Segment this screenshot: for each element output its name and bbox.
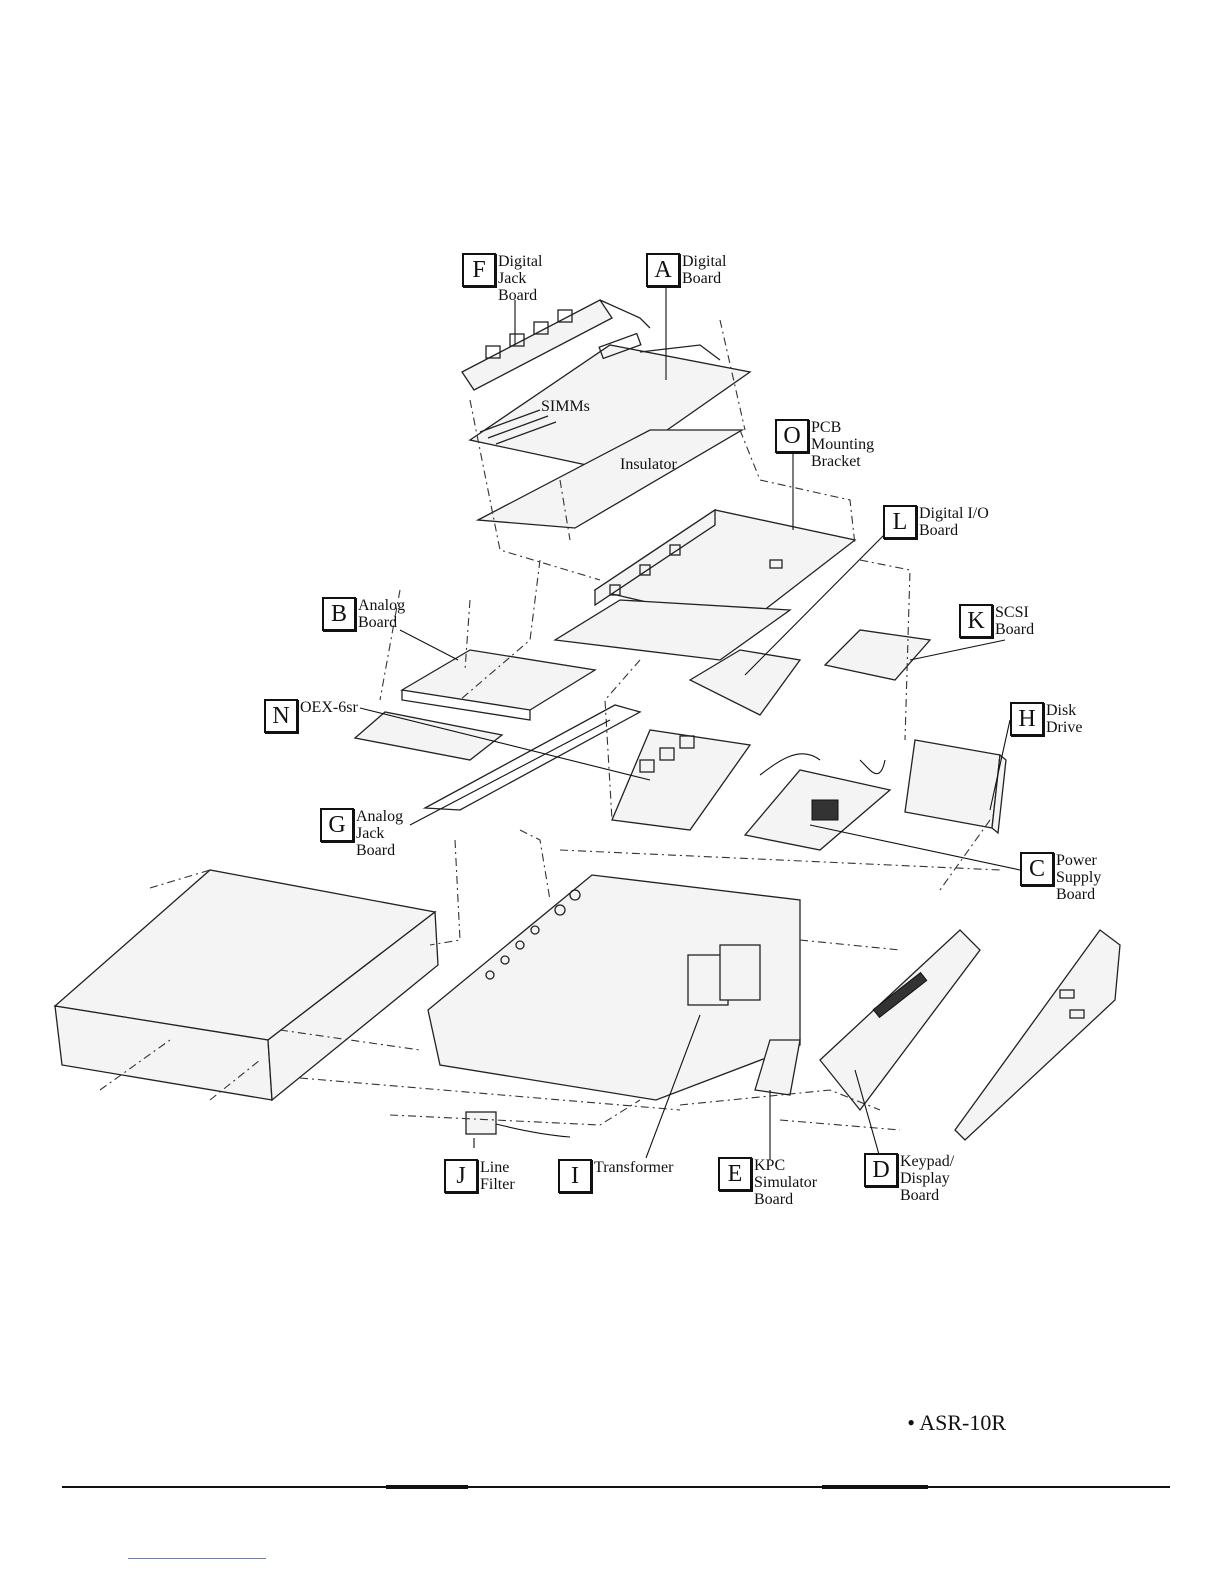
callout-keypad-display-board: D Keypad/ Display Board — [864, 1153, 954, 1204]
callout-kpc-simulator-board: E KPC Simulator Board — [718, 1157, 817, 1208]
callout-letter: G — [320, 808, 354, 842]
callout-label: Line Filter — [480, 1159, 515, 1193]
simms-label: SIMMs — [541, 398, 590, 415]
callout-letter: B — [322, 597, 356, 631]
leader-c — [810, 825, 1020, 870]
keypad-display-board-part — [820, 930, 980, 1110]
top-cover-part — [55, 870, 438, 1100]
callout-letter: D — [864, 1153, 898, 1187]
callout-disk-drive: H Disk Drive — [1010, 702, 1082, 736]
digital-io-board-part — [555, 600, 790, 660]
callout-analog-board: B Analog Board — [322, 597, 405, 631]
callout-transformer: I Transformer — [558, 1159, 673, 1193]
footer-rule-mark-left — [386, 1485, 468, 1489]
power-supply-board-part — [745, 754, 890, 850]
footer-rule-mark-right — [822, 1485, 928, 1489]
callout-letter: K — [959, 604, 993, 638]
callout-label: PCB Mounting Bracket — [811, 419, 874, 470]
leader-b — [400, 630, 458, 660]
model-name: • ASR-10R — [907, 1410, 1006, 1436]
callout-analog-jack-board: G Analog Jack Board — [320, 808, 403, 859]
line-filter-part — [466, 1112, 570, 1137]
callout-digital-io-board: L Digital I/O Board — [883, 505, 989, 539]
callout-label: Analog Board — [358, 597, 405, 631]
scsi-board-part — [825, 630, 930, 680]
callout-letter: E — [718, 1157, 752, 1191]
callout-label: Digital I/O Board — [919, 505, 989, 539]
callout-label: SCSI Board — [995, 604, 1034, 638]
analog-board-part — [402, 650, 595, 720]
callout-label: Power Supply Board — [1056, 852, 1101, 903]
callout-letter: H — [1010, 702, 1044, 736]
callout-label: Digital Board — [682, 253, 726, 287]
callout-letter: L — [883, 505, 917, 539]
insulator-label: Insulator — [620, 456, 677, 473]
callout-digital-jack-board: F Digital Jack Board — [462, 253, 542, 304]
footer-rule — [62, 1486, 1170, 1488]
oex-6sr-part — [355, 712, 502, 760]
digital-io-small-board-part — [690, 650, 800, 715]
callout-label: Transformer — [594, 1159, 673, 1176]
callout-digital-board: A Digital Board — [646, 253, 726, 287]
callout-letter: O — [775, 419, 809, 453]
footer-blue-line — [128, 1558, 266, 1559]
callout-letter: F — [462, 253, 496, 287]
callout-label: OEX-6sr — [300, 699, 358, 716]
callout-scsi-board: K SCSI Board — [959, 604, 1034, 638]
callout-label: Disk Drive — [1046, 702, 1082, 736]
callout-letter: I — [558, 1159, 592, 1193]
callout-letter: A — [646, 253, 680, 287]
callout-label: KPC Simulator Board — [754, 1157, 817, 1208]
callout-letter: J — [444, 1159, 478, 1193]
callout-pcb-mounting-bracket: O PCB Mounting Bracket — [775, 419, 874, 470]
analog-jack-board-part — [612, 730, 750, 830]
callout-oex-6sr: N OEX-6sr — [264, 699, 358, 733]
callout-label: Analog Jack Board — [356, 808, 403, 859]
front-panel-part — [955, 930, 1120, 1140]
callout-letter: C — [1020, 852, 1054, 886]
callout-label: Digital Jack Board — [498, 253, 542, 304]
callout-label: Keypad/ Display Board — [900, 1153, 954, 1204]
disk-drive-part — [905, 740, 1006, 833]
callout-letter: N — [264, 699, 298, 733]
callout-line-filter: J Line Filter — [444, 1159, 515, 1193]
callout-power-supply-board: C Power Supply Board — [1020, 852, 1101, 903]
